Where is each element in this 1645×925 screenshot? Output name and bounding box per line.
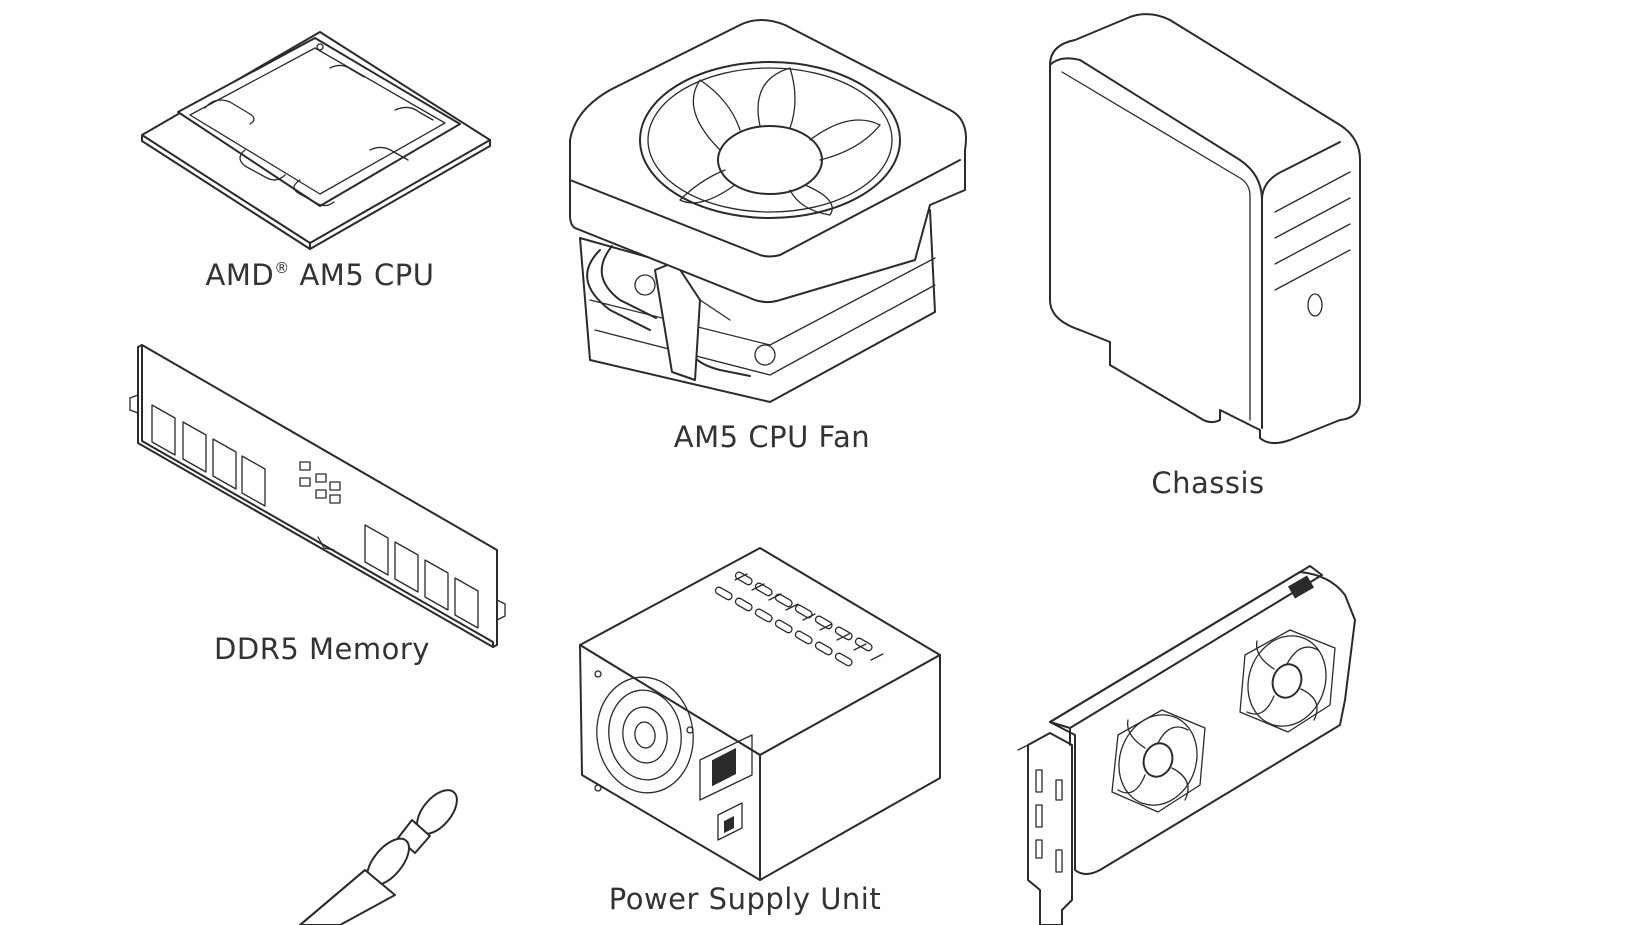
psu-icon: [579, 547, 941, 881]
graphics-card-icon: [1017, 565, 1356, 925]
psu-label: Power Supply Unit: [608, 882, 882, 916]
chassis-label: Chassis: [1151, 466, 1265, 500]
cpu-label: AMD® AM5 CPU: [206, 258, 435, 292]
memory-icon: [129, 344, 506, 648]
chassis-icon: [1049, 13, 1361, 444]
cpu-fan-icon: [569, 19, 967, 403]
registered-mark: ®: [274, 259, 290, 277]
thermal-paste-icon: [299, 789, 458, 925]
memory-label: DDR5 Memory: [214, 632, 430, 666]
cpu-label-model: AM5 CPU: [289, 258, 435, 292]
cpu-icon: [141, 31, 491, 250]
cpu-fan-label: AM5 CPU Fan: [673, 420, 871, 454]
cpu-label-brand: AMD: [205, 258, 275, 292]
